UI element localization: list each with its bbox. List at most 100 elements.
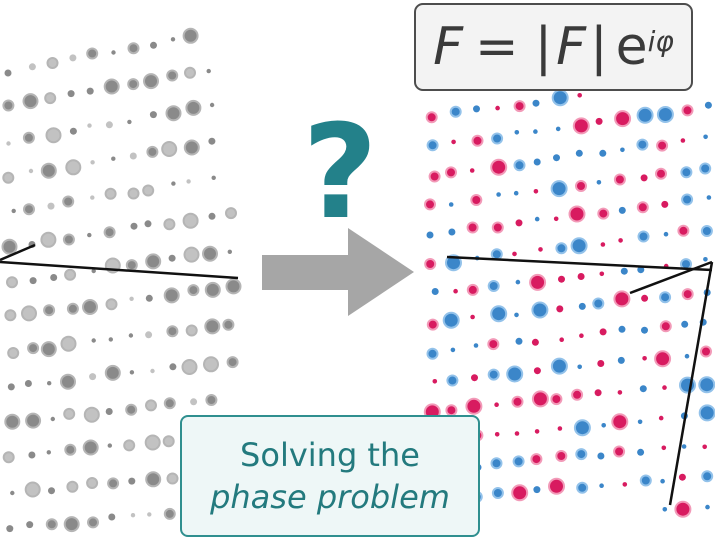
red-spot — [495, 105, 500, 111]
formula-magnitude: F — [556, 17, 587, 77]
gray-spot — [2, 451, 15, 464]
red-spot — [487, 338, 500, 351]
red-spot — [529, 273, 547, 291]
gray-spot — [130, 513, 136, 518]
gray-spot — [23, 203, 35, 216]
gray-spot — [22, 131, 35, 144]
colored-diffraction-pattern — [423, 89, 715, 518]
red-spot — [424, 198, 436, 211]
gray-spot — [105, 408, 113, 415]
gray-diffraction-pattern — [1, 27, 242, 533]
gray-spot — [91, 268, 96, 274]
red-spot — [702, 444, 707, 450]
gray-spot — [182, 212, 199, 229]
blue-spot — [599, 483, 604, 489]
red-spot — [494, 432, 500, 437]
gray-spot — [123, 439, 136, 452]
gray-spot — [185, 99, 202, 116]
gray-spot — [225, 278, 242, 295]
red-spot — [597, 207, 610, 220]
red-spot — [534, 429, 540, 434]
blue-spot — [487, 368, 500, 381]
blue-spot — [639, 385, 647, 393]
caption-box: Solving the phase problem — [180, 415, 480, 537]
red-spot — [579, 333, 584, 339]
gray-spot — [50, 274, 58, 281]
red-spot — [659, 320, 672, 333]
red-spot — [531, 390, 549, 408]
gray-spot — [40, 341, 57, 358]
blue-spot — [701, 470, 714, 483]
gray-spot — [127, 187, 140, 200]
formula-bar-right: | — [590, 17, 608, 77]
blue-spot — [663, 231, 669, 237]
blue-spot — [703, 257, 708, 262]
blue-spot — [473, 105, 480, 113]
blue-spot — [570, 237, 588, 255]
gray-spot — [211, 175, 216, 180]
red-spot — [426, 318, 439, 331]
gray-spot — [82, 299, 98, 315]
gray-spot — [86, 87, 94, 95]
gray-spot — [47, 381, 52, 386]
blue-spot — [618, 206, 626, 214]
blue-spot — [662, 507, 668, 512]
gray-spot — [64, 268, 77, 281]
blue-spot — [637, 448, 645, 456]
blue-spot — [618, 325, 626, 333]
red-spot — [681, 288, 694, 301]
gray-spot — [7, 347, 20, 359]
blue-spot — [660, 478, 665, 484]
gray-spot — [150, 368, 155, 374]
gray-spot — [163, 287, 180, 304]
gray-spot — [149, 111, 157, 119]
gray-spot — [28, 451, 36, 459]
red-spot — [530, 453, 543, 466]
blue-spot — [442, 311, 460, 329]
red-spot — [491, 221, 504, 234]
red-spot — [599, 328, 607, 336]
gray-spot — [66, 302, 79, 315]
blue-spot — [531, 301, 549, 319]
gray-spot — [166, 325, 179, 338]
gray-spot — [64, 443, 77, 456]
gray-spot — [168, 254, 176, 262]
formula-base: e — [615, 17, 648, 77]
gray-spot — [204, 281, 221, 298]
red-spot — [577, 273, 585, 280]
gray-spot — [87, 232, 92, 238]
blue-spot — [700, 225, 713, 237]
blue-spot — [487, 280, 500, 292]
red-spot — [611, 413, 629, 431]
gray-spot — [6, 141, 11, 146]
gray-spot — [2, 99, 15, 112]
blue-spot — [617, 356, 625, 364]
red-spot — [674, 500, 692, 518]
blue-spot — [515, 337, 523, 345]
red-spot — [548, 477, 565, 495]
gray-spot — [69, 54, 77, 62]
blue-spot — [490, 305, 508, 323]
blue-spot — [448, 202, 454, 207]
blue-spot — [637, 419, 643, 425]
blue-spot — [599, 149, 607, 157]
blue-spot — [592, 297, 605, 310]
gray-spot — [48, 487, 55, 495]
red-spot — [599, 271, 605, 277]
gray-spot — [205, 394, 218, 406]
gray-spot — [145, 399, 157, 412]
gray-spot — [28, 168, 34, 174]
red-spot — [490, 158, 508, 176]
red-spot — [494, 402, 499, 408]
red-spot — [451, 139, 456, 145]
gray-spot — [107, 477, 120, 490]
gray-spot — [127, 42, 140, 55]
red-spot — [428, 170, 441, 183]
gray-spot — [86, 477, 99, 489]
blue-spot — [575, 448, 588, 461]
red-spot — [661, 445, 667, 451]
gray-spot — [127, 119, 132, 125]
blue-spot — [596, 180, 602, 185]
red-spot — [514, 431, 520, 436]
